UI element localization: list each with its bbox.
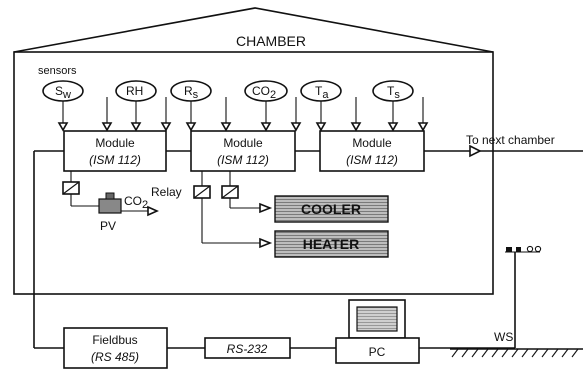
sensor-rh: RH xyxy=(115,80,157,132)
fieldbus-box: Fieldbus (RS 485) xyxy=(63,327,168,369)
sensor-rs-main: R xyxy=(184,84,193,98)
pc-workstation: PC xyxy=(335,299,420,364)
sensor-co2-main: CO xyxy=(252,84,270,98)
sensor-sw: Sw xyxy=(42,80,84,132)
sensor-ts-main: T xyxy=(387,84,395,98)
fieldbus-model: (RS 485) xyxy=(91,350,139,364)
sensor-sw-sub: w xyxy=(62,89,71,101)
sensor-ts: Ts xyxy=(372,80,414,132)
pv-label: PV xyxy=(100,219,116,233)
svg-text:Ts: Ts xyxy=(387,84,400,101)
sensor-co2-sub: 2 xyxy=(270,89,276,101)
sensor-ta: Ta xyxy=(300,80,342,132)
cooler-label: COOLER xyxy=(301,201,361,217)
unlabelled-input-arrows xyxy=(101,97,429,132)
relay-cooler xyxy=(221,171,273,214)
rs232-link: RS-232 xyxy=(167,337,336,359)
sensors-label: sensors xyxy=(38,65,77,77)
sensor-sw-main: S xyxy=(55,84,63,98)
module-2-name: Module xyxy=(223,136,263,150)
pc-label: PC xyxy=(369,345,386,359)
ground-hatch xyxy=(450,348,583,358)
svg-text:Rs: Rs xyxy=(184,84,199,101)
sensor-ta-sub: a xyxy=(322,89,329,101)
module-3: Module (ISM 112) xyxy=(319,130,425,172)
relay-heater xyxy=(193,171,273,249)
fieldbus-name: Fieldbus xyxy=(92,333,137,347)
pv-valve xyxy=(98,192,159,217)
module-1: Module (ISM 112) xyxy=(63,130,167,172)
svg-text:CO2: CO2 xyxy=(124,194,148,211)
module-1-model: (ISM 112) xyxy=(89,153,141,167)
co2-output-main: CO xyxy=(124,194,142,208)
svg-text:Ta: Ta xyxy=(315,84,329,101)
relay-label: Relay xyxy=(151,185,182,199)
sensor-rs: Rs xyxy=(170,80,212,132)
rs232-label: RS-232 xyxy=(227,342,268,356)
sensor-co2: CO2 xyxy=(244,80,288,132)
pc-monitor-screen xyxy=(356,306,398,332)
sensor-ta-main: T xyxy=(315,84,323,98)
module-3-name: Module xyxy=(352,136,392,150)
heater-unit: HEATER xyxy=(274,230,389,258)
next-chamber-label: To next chamber xyxy=(466,133,555,147)
module-3-model: (ISM 112) xyxy=(346,153,398,167)
fieldbus-line xyxy=(33,150,64,349)
ws-label: WS xyxy=(494,330,513,344)
svg-text:Sw: Sw xyxy=(55,84,71,101)
chamber-title: CHAMBER xyxy=(236,33,306,49)
cooler-unit: COOLER xyxy=(274,195,389,223)
sensor-rh-label: RH xyxy=(126,84,143,98)
sensor-rs-sub: s xyxy=(193,89,199,101)
weather-station xyxy=(419,245,542,349)
module-2-model: (ISM 112) xyxy=(217,153,269,167)
svg-text:CO2: CO2 xyxy=(252,84,276,101)
module-2: Module (ISM 112) xyxy=(190,130,296,172)
module-1-name: Module xyxy=(95,136,135,150)
sensor-ts-sub: s xyxy=(394,89,400,101)
module-bus xyxy=(166,144,583,158)
co2-output-sub: 2 xyxy=(142,199,148,211)
relay-module-1 xyxy=(62,171,99,207)
heater-label: HEATER xyxy=(303,236,360,252)
chamber-enclosure xyxy=(13,7,494,295)
